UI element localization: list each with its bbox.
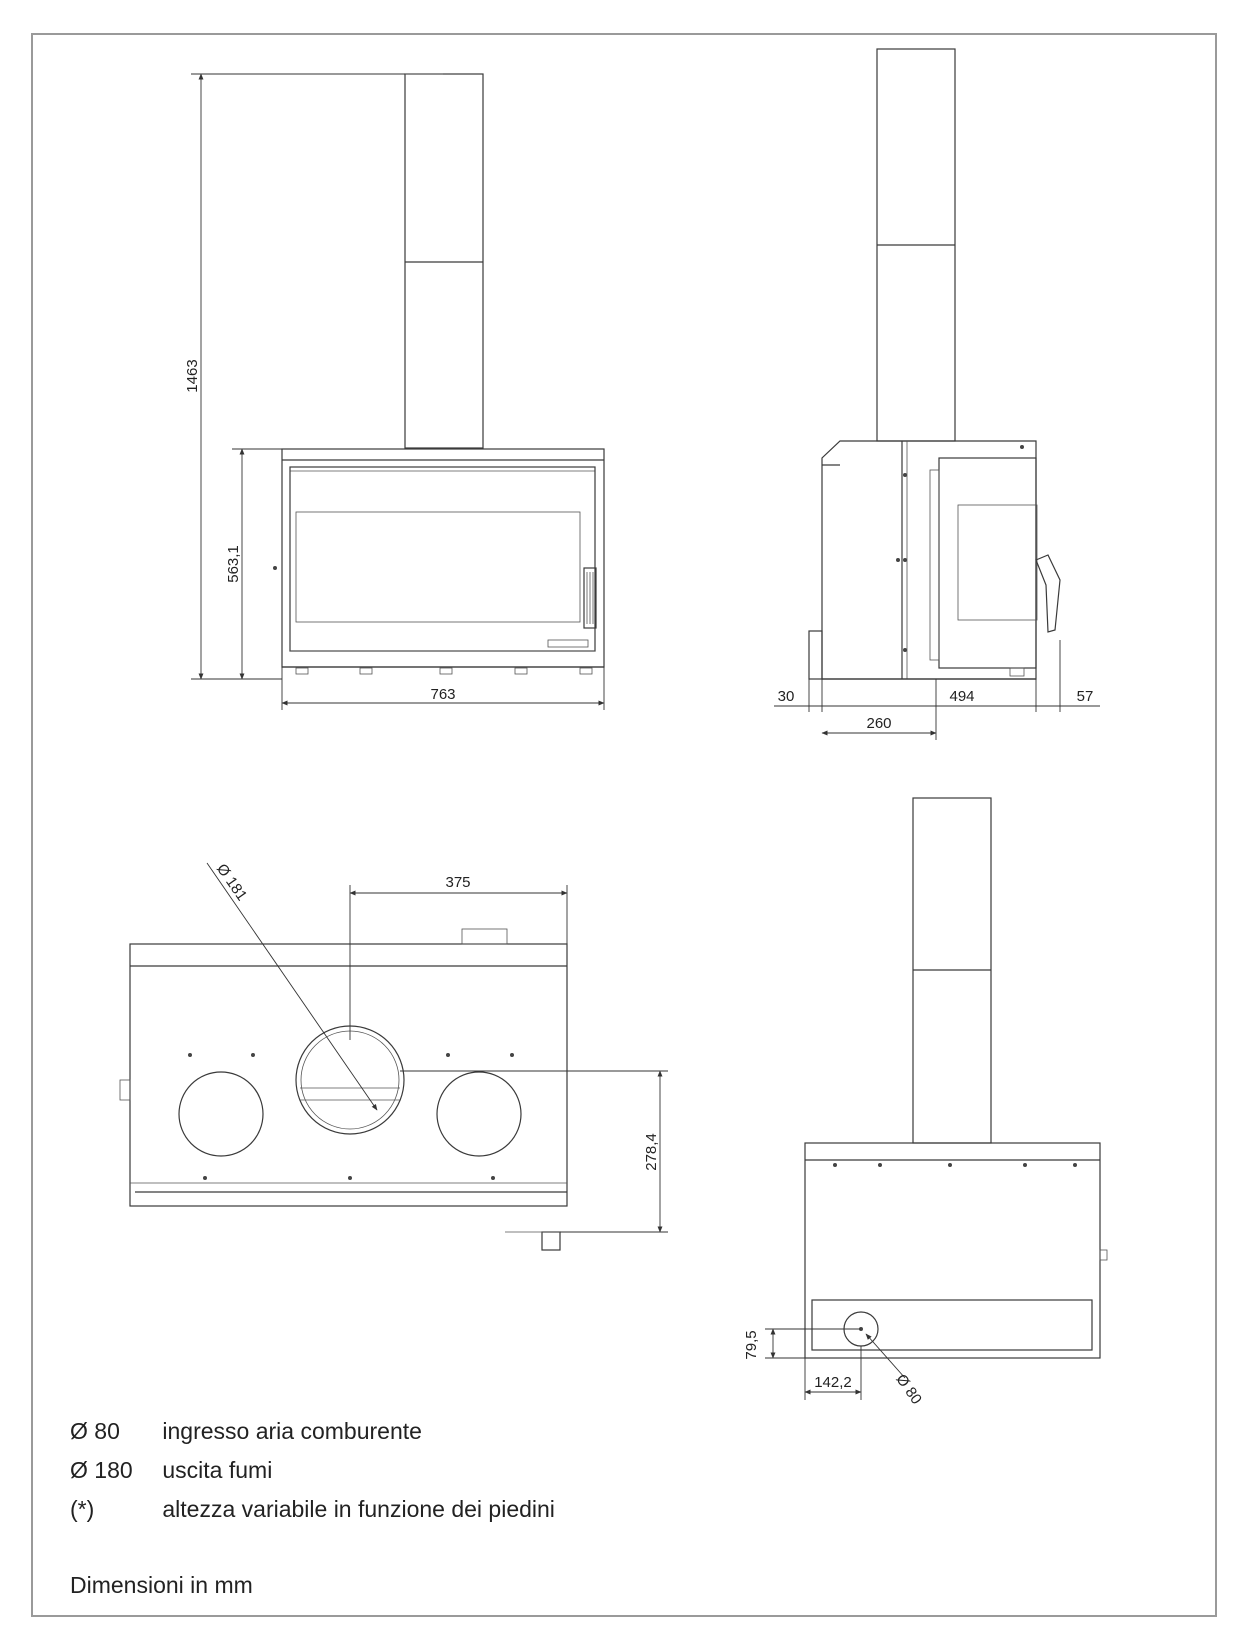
dim-rear-inlet-diameter: Ø 80 (892, 1371, 925, 1407)
dim-side-flue-pos: 260 (866, 715, 891, 732)
legend-key: (*) (70, 1496, 95, 1522)
legend-text: altezza variabile in funzione dei piedin… (162, 1496, 555, 1522)
legend-key: Ø 180 (70, 1457, 133, 1483)
dim-top-flue-diameter: Ø 181 (213, 861, 250, 904)
drawing-frame (31, 33, 1217, 1617)
legend-item-flue-outlet: Ø 180 uscita fumi (70, 1457, 272, 1484)
side-view: 30 494 57 260 (774, 48, 1100, 740)
dim-side-rear-offset: 30 (778, 688, 795, 705)
legend-item-combustion-air: Ø 80 ingresso aria comburente (70, 1418, 422, 1445)
dim-top-flue-offset: 375 (445, 874, 470, 891)
front-view: 1463 563,1 763 (184, 73, 605, 710)
dim-rear-inlet-offset: 142,2 (814, 1374, 852, 1391)
units-note: Dimensioni in mm (70, 1572, 253, 1598)
dim-top-flue-depth: 278,4 (643, 1133, 660, 1171)
legend-text: uscita fumi (162, 1457, 273, 1483)
dim-front-width: 763 (430, 686, 455, 703)
dim-side-depth: 494 (949, 688, 974, 705)
top-view: Ø 181 375 278,4 (119, 861, 668, 1251)
legend-item-variable-height: (*) altezza variabile in funzione dei pi… (70, 1496, 555, 1523)
dim-side-handle: 57 (1077, 688, 1094, 705)
dim-front-body-height: 563,1 (225, 545, 242, 583)
legend-text: ingresso aria comburente (162, 1418, 422, 1444)
legend-key: Ø 80 (70, 1418, 120, 1444)
rear-view: 79,5 142,2 Ø 80 (743, 797, 1108, 1408)
dim-rear-inlet-height: 79,5 (743, 1330, 760, 1359)
dim-front-total-height: 1463 (184, 359, 201, 392)
